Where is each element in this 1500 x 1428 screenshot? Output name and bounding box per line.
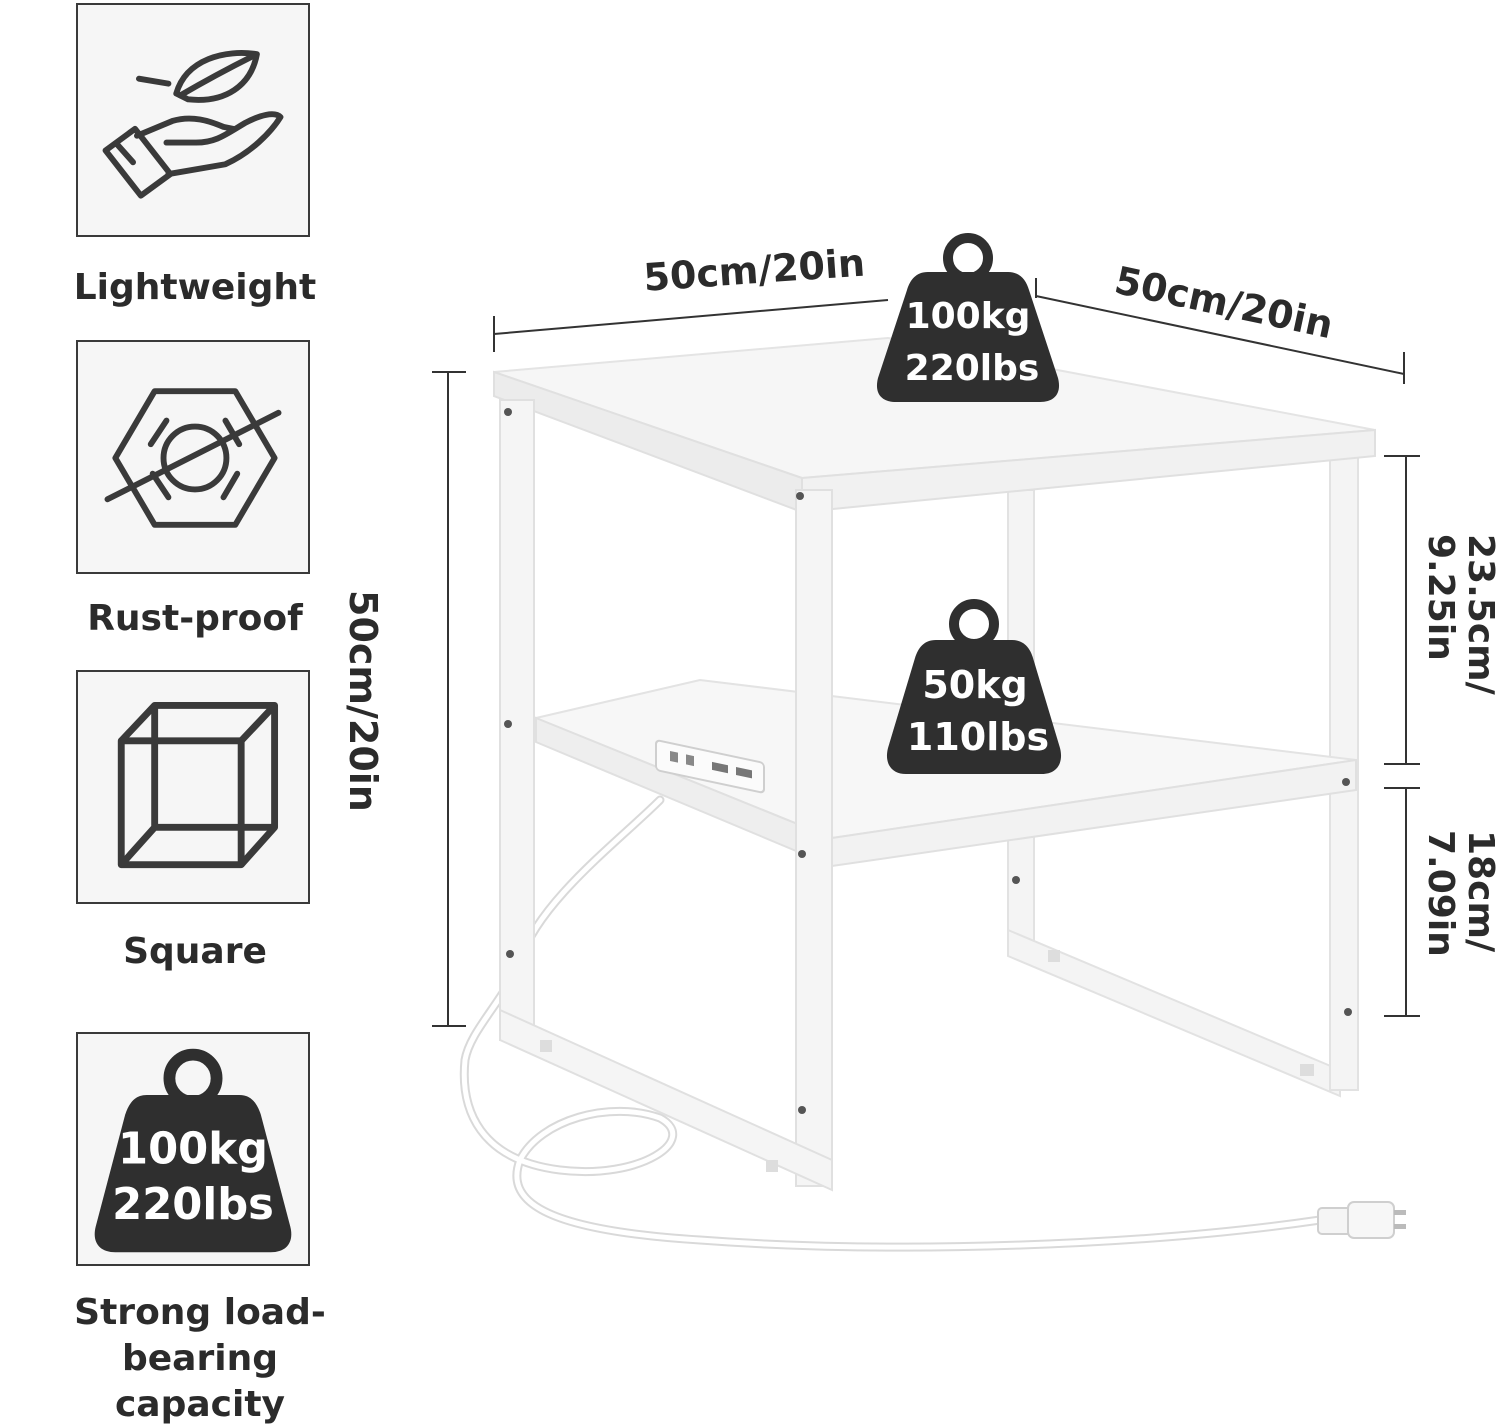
table-top	[493, 336, 1376, 514]
power-outlet	[655, 739, 765, 794]
hex-nut-icon	[104, 388, 282, 528]
dimension-upper-gap-line1: 23.5cm/	[1460, 534, 1500, 695]
shelf-load-lbs: 110lbs	[907, 715, 1049, 759]
top-load-lbs: 220lbs	[905, 348, 1040, 389]
top-load-kg: 100kg	[906, 296, 1031, 337]
feature-loadbearing-line1: Strong load-bearing	[74, 1292, 326, 1379]
dimension-upper-gap: 23.5cm/ 9.25in	[1420, 534, 1500, 695]
dimension-lower-gap-line2: 7.09in	[1420, 830, 1461, 957]
dimension-lower-gap: 18cm/ 7.09in	[1420, 830, 1500, 957]
feature-lightweight-box	[76, 3, 310, 237]
feature-lightweight-label: Lightweight	[73, 267, 317, 308]
shelf-load-weight: 50kg 110lbs	[886, 599, 1062, 774]
dimension-upper-gap-line2: 9.25in	[1420, 534, 1461, 661]
shelf-load-kg: 50kg	[922, 663, 1027, 707]
weight-icon-lbs: 220lbs	[112, 1180, 274, 1230]
cube-icon	[117, 701, 279, 869]
feature-square-box	[76, 670, 310, 904]
leaf-hand-icon	[102, 50, 284, 199]
weight-icon-kg: 100kg	[118, 1125, 268, 1175]
feature-loadbearing-box: 100kg 220lbs	[76, 1032, 310, 1266]
front-frame	[499, 399, 833, 1192]
dimension-height: 50cm/20in	[341, 590, 385, 812]
feature-rustproof-box	[76, 340, 310, 574]
feature-loadbearing-line2: capacity	[114, 1384, 286, 1425]
feature-square-label: Square	[123, 931, 267, 972]
power-plug	[1317, 1201, 1406, 1239]
weight-icon: 100kg 220lbs	[94, 1048, 292, 1253]
dimension-lower-gap-line1: 18cm/	[1460, 830, 1500, 953]
top-load-weight: 100kg 220lbs	[876, 233, 1060, 402]
table-illustration: 100kg 220lbs 50kg 110lbs	[432, 233, 1420, 1252]
feature-rustproof-label: Rust-proof	[87, 598, 303, 639]
